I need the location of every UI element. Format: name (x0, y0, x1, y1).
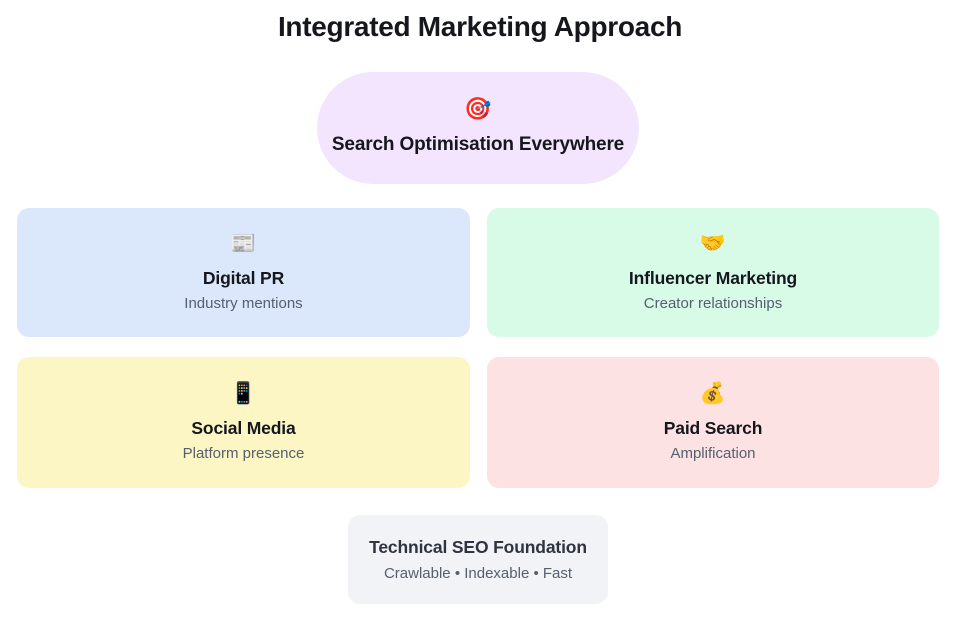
card-digital-pr[interactable]: 📰 Digital PR Industry mentions (17, 208, 470, 337)
money-bag-icon: 💰 (699, 380, 727, 405)
card-subtitle-digital-pr: Industry mentions (184, 294, 303, 312)
card-subtitle-paid-search: Amplification (670, 444, 756, 462)
card-title-social-media: Social Media (191, 417, 296, 438)
card-title-influencer-marketing: Influencer Marketing (628, 267, 798, 288)
card-subtitle-influencer-marketing: Creator relationships (643, 294, 783, 312)
card-title-digital-pr: Digital PR (202, 267, 285, 288)
mobile-phone-icon: 📱 (230, 380, 257, 405)
card-title-technical-seo-foundation: Technical SEO Foundation (369, 536, 587, 557)
card-title-paid-search: Paid Search (663, 417, 763, 438)
page-title: Integrated Marketing Approach (277, 11, 683, 42)
card-influencer-marketing[interactable]: 🤝 Influencer Marketing Creator relations… (487, 208, 939, 337)
newspaper-icon: 📰 (230, 230, 257, 255)
card-subtitle-social-media: Platform presence (182, 444, 305, 462)
card-search-optimisation[interactable]: 🎯 Search Optimisation Everywhere (317, 72, 639, 184)
target-dart-icon: 🎯 (464, 97, 492, 123)
handshake-icon: 🤝 (699, 230, 727, 255)
card-subtitle-technical-seo-foundation: Crawlable • Indexable • Fast (383, 564, 573, 582)
card-technical-seo-foundation[interactable]: Technical SEO Foundation Crawlable • Ind… (348, 515, 608, 604)
card-title-search-optimisation: Search Optimisation Everywhere (331, 134, 625, 156)
card-paid-search[interactable]: 💰 Paid Search Amplification (487, 357, 939, 488)
card-social-media[interactable]: 📱 Social Media Platform presence (17, 357, 470, 488)
